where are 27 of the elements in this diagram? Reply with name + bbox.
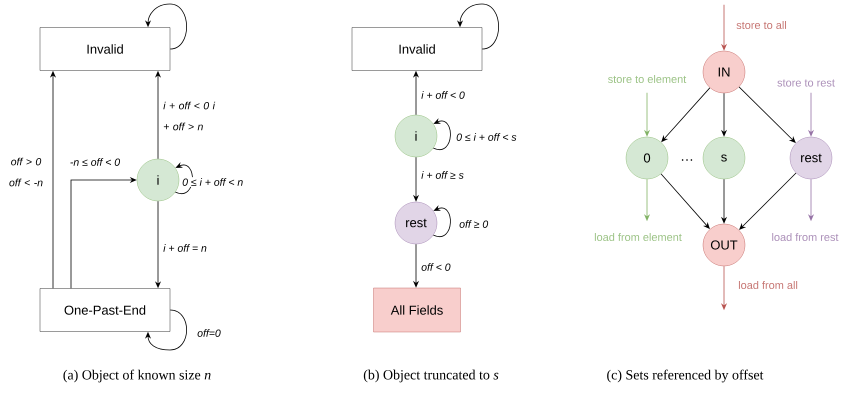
edge-label: i + off = n [162, 243, 208, 253]
state-box: Invalid [40, 27, 170, 71]
edge-label: store to element [606, 74, 688, 84]
edge-label: off < 0 [420, 262, 452, 272]
edge-label: store to all [735, 20, 788, 30]
caption: (c) Sets referenced by offset [607, 370, 764, 382]
edge-label: i + off < 0 i + off > n [162, 100, 216, 132]
edge-label: store to rest [776, 78, 836, 88]
edge-label: 0 ≤ i + off < s [455, 132, 518, 142]
state-box: Invalid [352, 27, 482, 71]
state-box: All Fields [373, 288, 461, 332]
edge-label: off > 0 off < -n [1, 156, 51, 188]
caption: (a) Object of known size n [63, 370, 211, 382]
arrow [739, 172, 796, 230]
edge-label: -n ≤ off < 0 [68, 157, 122, 167]
edge-label: load from all [737, 280, 799, 290]
edge-label: load from element [593, 232, 683, 242]
state-box: One-Past-End [40, 288, 170, 332]
ellipsis-text: … [682, 159, 692, 161]
edge-label: 0 ≤ i + off < n [181, 177, 244, 187]
self-loop-arrow [144, 310, 187, 350]
edge-label: off ≥ 0 [458, 219, 490, 229]
edge-label: off=0 [196, 328, 222, 338]
edge-label: i + off ≥ s [420, 170, 465, 180]
edge-label: load from rest [770, 232, 840, 242]
caption: (b) Object truncated to s [364, 370, 498, 382]
edge-label: i + off < 0 [420, 90, 466, 100]
